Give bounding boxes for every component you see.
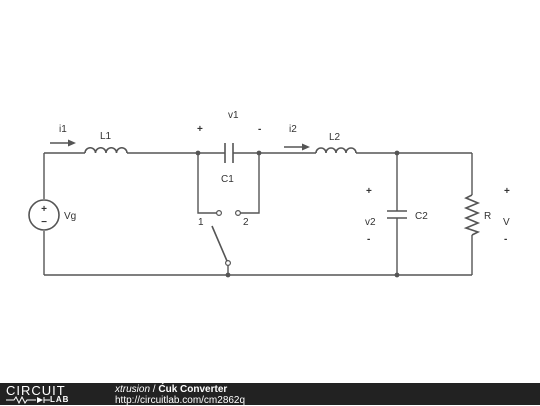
- logo-waveform-icon: [6, 396, 50, 404]
- label-c2: C2: [415, 211, 428, 222]
- label-v: V: [503, 217, 510, 228]
- label-v2-plus: +: [366, 186, 372, 197]
- inductor-l1: [84, 147, 128, 154]
- footer-title-line: xtrusion / Ćuk Converter: [115, 385, 245, 395]
- label-v1-plus: +: [197, 124, 203, 135]
- resistor-r: [463, 194, 481, 236]
- logo-text-lab: LAB: [50, 395, 70, 404]
- switch-blade: [211, 225, 228, 262]
- label-l2: L2: [329, 132, 341, 143]
- junction-dot: [195, 150, 201, 156]
- label-i1: i1: [59, 124, 67, 135]
- circuit-title[interactable]: Ćuk Converter: [158, 384, 228, 395]
- switch-contact-1: [216, 210, 223, 217]
- label-c1: C1: [221, 174, 234, 185]
- circuitlab-logo[interactable]: CIRCUIT LAB: [6, 384, 96, 404]
- label-v1: v1: [228, 110, 239, 121]
- title-separator: /: [150, 384, 159, 395]
- switch-contact-2: [235, 210, 242, 217]
- spdt-switch: [211, 210, 242, 267]
- current-arrow-i2: [284, 143, 310, 151]
- switch-pivot: [225, 260, 232, 267]
- inductor-l2: [315, 147, 357, 154]
- junction-dot: [394, 150, 400, 156]
- wire-switch-right: [238, 153, 260, 214]
- label-v-plus: +: [504, 186, 510, 197]
- source-minus: −: [41, 217, 47, 228]
- label-l1: L1: [100, 131, 112, 142]
- label-vg: Vg: [64, 211, 76, 222]
- label-switch-2: 2: [243, 217, 249, 228]
- label-v2: v2: [365, 217, 376, 228]
- capacitor-c1: [224, 143, 234, 163]
- label-i2: i2: [289, 124, 297, 135]
- junction-dot: [394, 272, 400, 278]
- voltage-source-vg: + −: [28, 199, 60, 231]
- footer-info: xtrusion / Ćuk Converter http://circuitl…: [115, 385, 245, 406]
- label-v2-minus: -: [367, 234, 370, 245]
- junction-dot: [225, 272, 231, 278]
- label-v-minus: -: [504, 234, 507, 245]
- wires: [43, 152, 473, 276]
- author-link[interactable]: xtrusion: [115, 384, 151, 395]
- capacitor-c2: [387, 210, 407, 219]
- label-switch-1: 1: [198, 217, 204, 228]
- current-arrow-i1: [50, 139, 76, 147]
- label-r: R: [484, 211, 491, 222]
- footer-bar: CIRCUIT LAB xtrusion / Ćuk Converter htt…: [0, 383, 540, 406]
- source-plus: +: [41, 204, 47, 215]
- label-v1-minus: -: [258, 124, 261, 135]
- logo-text-circuit: CIRCUIT: [6, 383, 66, 398]
- junction-dot: [256, 150, 262, 156]
- wire-switch-left: [197, 153, 219, 214]
- junctions: [195, 150, 400, 278]
- circuit-url[interactable]: http://circuitlab.com/cm2862q: [115, 395, 246, 406]
- cuk-converter-schematic: + − i1 L1 v1 + - C1 i2 L2 Vg 1 2 + v2 - …: [28, 110, 510, 278]
